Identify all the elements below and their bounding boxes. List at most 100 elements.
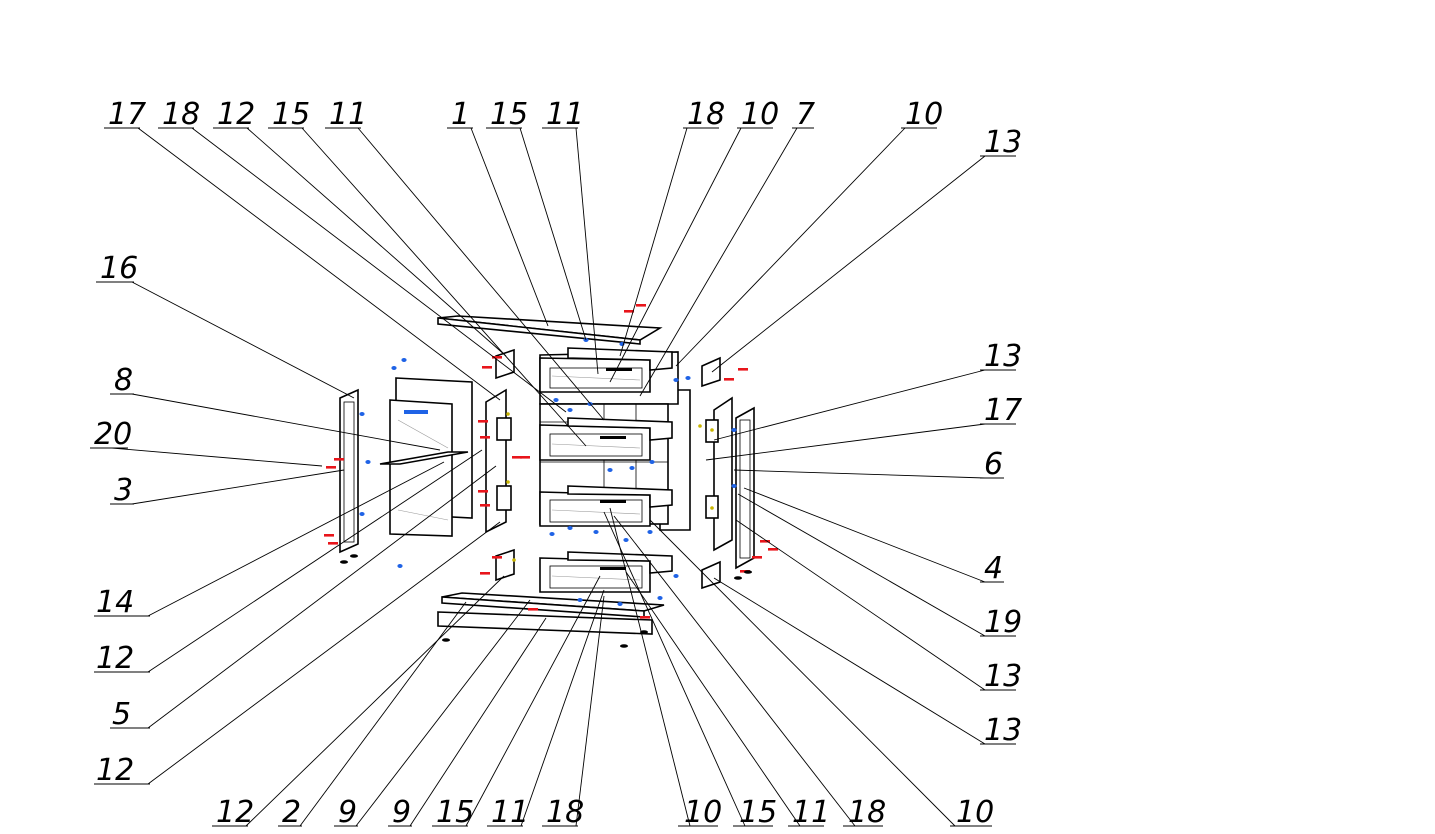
drawer-1 [539, 347, 673, 393]
screw [480, 572, 490, 575]
dowel [391, 366, 397, 370]
callout-label: 18 [843, 795, 886, 830]
drawer-1-handle [606, 368, 632, 371]
bracket-top-right [701, 356, 721, 388]
callout-label: 10 [737, 97, 779, 132]
callout-label: 17 [104, 97, 146, 132]
svg-text:15: 15 [436, 795, 474, 830]
screw [326, 466, 336, 469]
dowel [731, 428, 737, 432]
svg-text:11: 11 [546, 97, 584, 132]
dowel [577, 598, 583, 602]
screw [520, 456, 530, 459]
svg-text:11: 11 [491, 795, 529, 830]
svg-text:18: 18 [687, 97, 725, 132]
cam-lock [710, 506, 714, 510]
dowel [567, 408, 573, 412]
svg-text:12: 12 [217, 97, 255, 132]
dowel [629, 466, 635, 470]
svg-text:3: 3 [114, 473, 133, 508]
callout-label: 9 [334, 795, 358, 830]
callout-label: 20 [90, 417, 132, 452]
dowel [359, 512, 365, 516]
dowel [731, 484, 737, 488]
top-panel-edge [437, 317, 641, 345]
callout-label: 13 [980, 125, 1022, 160]
dowel [549, 532, 555, 536]
svg-text:11: 11 [792, 795, 830, 830]
screw [752, 556, 762, 559]
callout-label: 10 [950, 795, 994, 830]
callout-label: 12 [94, 641, 150, 676]
callout-label: 13 [980, 339, 1022, 374]
screw [480, 436, 490, 439]
callout-label: 14 [94, 585, 150, 620]
svg-text:11: 11 [329, 97, 367, 132]
svg-text:13: 13 [984, 339, 1022, 374]
hardware [324, 304, 778, 648]
screw [624, 310, 634, 313]
svg-text:5: 5 [112, 697, 131, 732]
svg-text:10: 10 [956, 795, 994, 830]
callout-label: 18 [158, 97, 200, 132]
dowel [673, 378, 679, 382]
leader-lines [111, 127, 986, 827]
screw [636, 304, 646, 307]
dowel [685, 376, 691, 380]
left-compartment-rail [404, 410, 428, 414]
callout-label: 15 [486, 97, 528, 132]
svg-text:12: 12 [96, 641, 134, 676]
svg-text:12: 12 [96, 753, 134, 788]
callout-label: 11 [542, 97, 584, 132]
screw [492, 556, 502, 559]
callout-label: 11 [788, 795, 830, 830]
cam-lock [512, 558, 516, 562]
callout-label: 13 [980, 713, 1022, 748]
furniture-parts [339, 315, 755, 635]
dowel [607, 468, 613, 472]
drawer-2 [539, 417, 673, 461]
svg-text:9: 9 [338, 795, 357, 830]
screw [738, 368, 748, 371]
svg-text:8: 8 [114, 363, 133, 398]
dowel [617, 602, 623, 606]
svg-text:17: 17 [108, 97, 146, 132]
callout-label: 17 [980, 393, 1022, 428]
callout-label: 18 [542, 795, 584, 830]
dowel [647, 530, 653, 534]
furniture-foot [734, 576, 742, 580]
screw [724, 378, 734, 381]
left-compartment-front [389, 399, 453, 537]
screw [482, 366, 492, 369]
callout-label: 9 [388, 795, 412, 830]
svg-text:7: 7 [796, 97, 815, 132]
drawer-3-handle [600, 500, 626, 503]
svg-text:16: 16 [100, 251, 138, 286]
callout-label: 12 [213, 97, 255, 132]
cam-lock [506, 412, 510, 416]
dowel [365, 460, 371, 464]
callout-label: 6 [980, 447, 1004, 482]
cam-lock [506, 480, 510, 484]
drawer-4 [539, 551, 673, 593]
callout-label: 11 [325, 97, 367, 132]
svg-text:15: 15 [739, 795, 777, 830]
callout-label: 11 [487, 795, 529, 830]
cam-lock [710, 428, 714, 432]
furniture-foot [442, 638, 450, 642]
drawer-2-handle [600, 436, 626, 439]
callout-label: 19 [980, 605, 1022, 640]
drawer-4-handle [600, 567, 626, 570]
callout-label: 15 [268, 97, 310, 132]
callout-label: 10 [678, 795, 722, 830]
dowel [401, 358, 407, 362]
screw [640, 616, 650, 619]
dowel [567, 526, 573, 530]
svg-text:10: 10 [741, 97, 779, 132]
bracket-top-left [495, 348, 515, 380]
svg-text:18: 18 [546, 795, 584, 830]
svg-text:15: 15 [272, 97, 310, 132]
screw [760, 540, 770, 543]
callout-label: 12 [212, 795, 254, 830]
